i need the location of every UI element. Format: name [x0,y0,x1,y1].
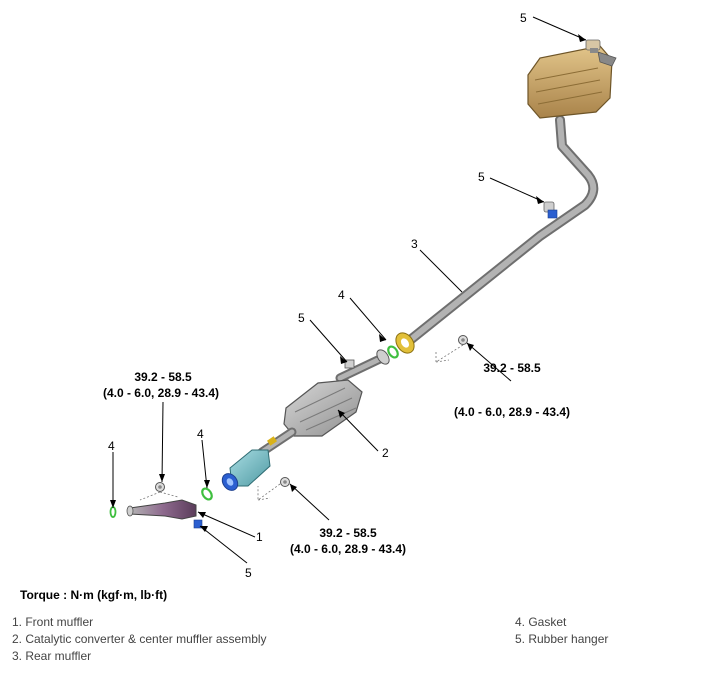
leader-lines [112,16,587,564]
callout-5-top: 5 [520,11,527,25]
torque-front-detail: (4.0 - 6.0, 28.9 - 43.4) [103,386,219,400]
leader-arrowheads [110,34,586,532]
parts-legend-left: 1. Front muffler 2. Catalytic converter … [12,614,267,665]
center-muffler-body [283,379,363,437]
catalytic-converter-body [221,449,271,491]
rubber-hanger-rear-pipe [543,201,558,219]
rear-pipe-flange [395,332,415,354]
center-mid-pipe [257,427,297,457]
callout-5-rear-pipe: 5 [478,170,485,184]
rear-muffler-body [527,45,617,119]
front-muffler-body [126,499,203,529]
legend-item: 2. Catalytic converter & center muffler … [12,632,267,646]
torque-center-detail: (4.0 - 6.0, 28.9 - 43.4) [290,542,406,556]
legend-item: 3. Rear muffler [12,649,92,663]
callout-5-bottom: 5 [245,566,252,580]
legend-item: 5. Rubber hanger [515,632,609,646]
torque-rear-value: 39.2 - 58.5 [483,361,541,375]
callout-4-upper: 4 [338,288,345,302]
center-hanger-icon [344,359,355,369]
legend-item: 4. Gasket [515,615,567,629]
callout-4-left: 4 [108,439,115,453]
callout-1: 1 [256,530,263,544]
callout-4-mid: 4 [197,427,204,441]
gasket-mid-icon [201,487,213,501]
gasket-upper-icon [387,345,399,359]
nut-upper-right [435,335,468,363]
rubber-hanger-top [585,39,601,53]
callout-2: 2 [382,446,389,460]
callout-3: 3 [411,237,418,251]
callout-5-center: 5 [298,311,305,325]
center-pipe-outlet [335,349,390,383]
parts-legend-right: 4. Gasket 5. Rubber hanger [515,614,608,648]
legend-item: 1. Front muffler [12,615,94,629]
rear-muffler-pipe [399,115,599,350]
torque-units-title: Torque : N·m (kgf·m, lb·ft) [20,588,168,602]
torque-center-value: 39.2 - 58.5 [319,526,377,540]
torque-rear-detail: (4.0 - 6.0, 28.9 - 43.4) [454,405,570,419]
nut-center [257,477,290,501]
gasket-left-icon [109,506,117,518]
nut-front [139,482,179,501]
torque-front-value: 39.2 - 58.5 [134,370,192,384]
